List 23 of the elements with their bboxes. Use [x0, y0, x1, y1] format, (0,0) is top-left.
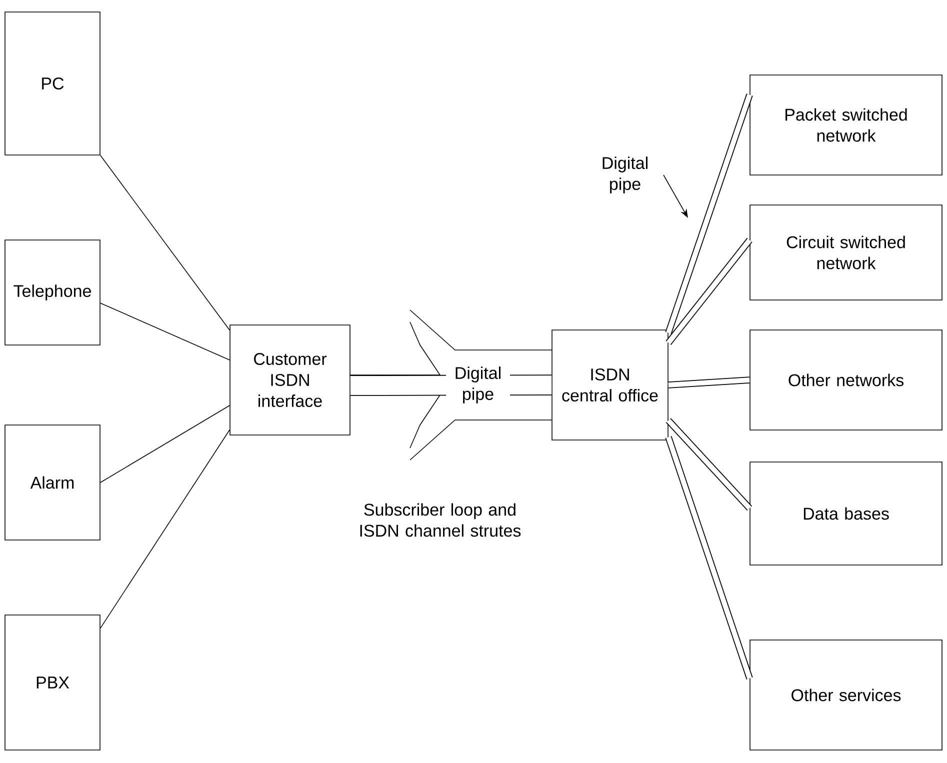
network-box: Other networks	[750, 330, 942, 430]
pipe	[666, 418, 752, 511]
pipe	[668, 376, 750, 388]
network-box: Packet switched network	[750, 74, 942, 176]
office-box: ISDN central office	[552, 330, 668, 440]
device-box: Telephone	[4, 240, 100, 346]
network-box: Circuit switched network	[750, 204, 942, 300]
pipe-label: Digital pipe	[602, 156, 648, 194]
interface-box: Customer ISDN interface	[230, 324, 350, 436]
device-box: PC	[4, 12, 100, 156]
network-box: Other services	[750, 640, 942, 750]
connector-line	[100, 155, 230, 331]
pipe	[665, 436, 753, 680]
edge-label: Digital pipe	[446, 366, 510, 404]
pipe	[666, 238, 752, 345]
connector-line	[100, 405, 230, 483]
device-box: PBX	[4, 614, 100, 750]
connector-line	[100, 302, 230, 360]
device-box: Alarm	[4, 424, 100, 540]
network-box: Data bases	[750, 462, 942, 566]
pipe	[665, 94, 753, 334]
caption-text: Subscriber loop and ISDN channel strutes	[360, 503, 521, 537]
connector-line	[100, 429, 230, 629]
